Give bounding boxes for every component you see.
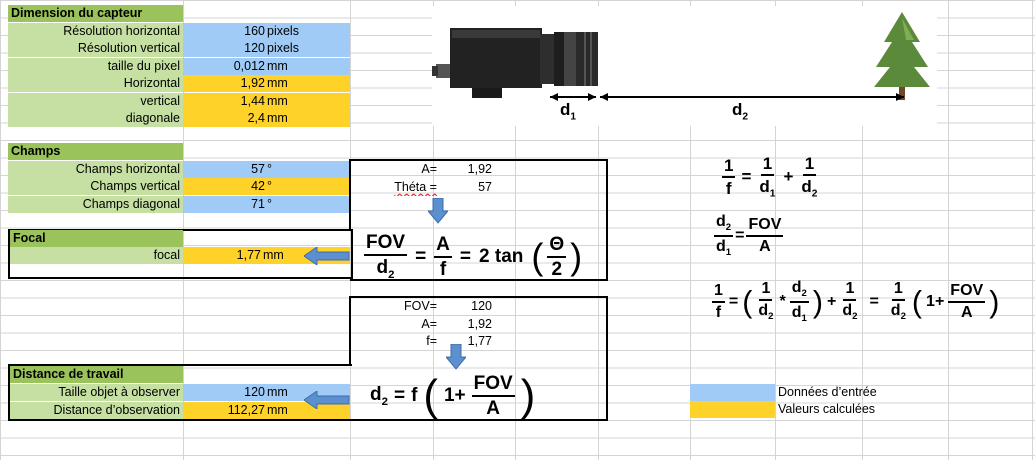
sensor-row-label[interactable]: diagonale [8, 110, 183, 127]
fields-row-unit: ° [267, 161, 272, 176]
fields-row-label[interactable]: Champs vertical [8, 178, 183, 195]
legend-computed-swatch [690, 401, 775, 418]
distance-calc-label[interactable]: A= [421, 316, 437, 331]
sensor-row-label[interactable]: Horizontal [8, 75, 183, 92]
distance-row-value: 112,27 [227, 402, 265, 417]
legend-computed-label[interactable]: Valeurs calculées [778, 402, 876, 416]
sensor-row-value: 0,012 [233, 58, 265, 73]
arrow-down-icon [428, 198, 448, 224]
sensor-row-unit: mm [267, 111, 288, 125]
fields-row-value-cell[interactable]: 71° [183, 195, 350, 213]
distance-row-value: 120 [244, 385, 265, 399]
distance-calc-value[interactable]: 1,77 [467, 334, 492, 348]
camera-diagram: d1 d2 [432, 6, 937, 126]
distance-arrows [550, 93, 904, 101]
d1-label: d1 [560, 100, 577, 123]
focal-formula-box [350, 159, 608, 281]
fields-row-value-cell[interactable]: 57° [183, 160, 350, 178]
focal-value: 1,77 [236, 248, 261, 262]
arrow-down-icon [446, 344, 466, 370]
distance-calc-value[interactable]: 1,92 [467, 316, 492, 331]
sensor-row-unit: mm [267, 58, 288, 73]
focal-label[interactable]: focal [10, 247, 183, 264]
focal-section-title[interactable]: Focal [10, 230, 183, 247]
fields-row-label[interactable]: Champs horizontal [8, 160, 183, 178]
sensor-row-unit: pixels [267, 23, 299, 38]
fields-row-value: 57 [251, 161, 265, 176]
camera-icon [432, 28, 598, 98]
box-edge [349, 159, 351, 231]
legend-input-swatch [690, 384, 775, 401]
sensor-row-unit: mm [267, 76, 288, 90]
distance-row-unit: mm [267, 402, 288, 417]
distance-row-label[interactable]: Distance d’observation [10, 401, 183, 419]
arrow-left-icon [304, 391, 350, 409]
distance-row-unit: mm [267, 385, 288, 399]
sensor-row-value: 1,92 [240, 76, 265, 90]
sensor-section-title[interactable]: Dimension du capteur [8, 5, 183, 22]
distance-section-title[interactable]: Distance de travail [10, 366, 183, 383]
d2-label: d2 [732, 100, 749, 123]
fields-calc-label[interactable]: A= [421, 162, 437, 176]
sensor-row-value: 1,44 [240, 93, 265, 108]
fields-calc-value[interactable]: 57 [478, 179, 492, 194]
fields-row-unit: ° [267, 196, 272, 211]
fields-row-value: 71 [251, 196, 265, 211]
sensor-row-label[interactable]: vertical [8, 92, 183, 110]
sensor-row-unit: pixels [267, 41, 299, 55]
distance-calc-label[interactable]: f= [426, 334, 437, 348]
focal-unit: mm [263, 248, 284, 262]
fields-row-unit: ° [267, 179, 272, 193]
sensor-row-value: 160 [244, 23, 265, 38]
arrow-left-icon [304, 247, 350, 265]
distance-box [8, 364, 352, 421]
legend-input-label[interactable]: Données d’entrée [778, 385, 877, 399]
sensor-row-label[interactable]: Résolution horizontal [8, 22, 183, 40]
fields-section-title[interactable]: Champs [8, 143, 183, 160]
tree-icon [874, 12, 930, 100]
distance-formula-box [350, 296, 608, 421]
sensor-row-unit: mm [267, 93, 288, 108]
sensor-row-value: 2,4 [247, 111, 265, 125]
distance-calc-label[interactable]: FOV= [404, 299, 437, 313]
fields-row-value-cell[interactable]: 42° [183, 178, 350, 195]
fields-calc-value[interactable]: 1,92 [467, 162, 492, 176]
fields-calc-label[interactable]: Théta = [394, 179, 437, 194]
sensor-row-label[interactable]: taille du pixel [8, 57, 183, 75]
distance-calc-value[interactable]: 120 [471, 299, 492, 313]
distance-row-label[interactable]: Taille objet à observer [10, 384, 183, 401]
fields-row-label[interactable]: Champs diagonal [8, 195, 183, 213]
sensor-row-label[interactable]: Résolution vertical [8, 40, 183, 57]
sensor-row-value: 120 [244, 41, 265, 55]
fields-row-value: 42 [251, 179, 265, 193]
box-edge [349, 296, 351, 366]
